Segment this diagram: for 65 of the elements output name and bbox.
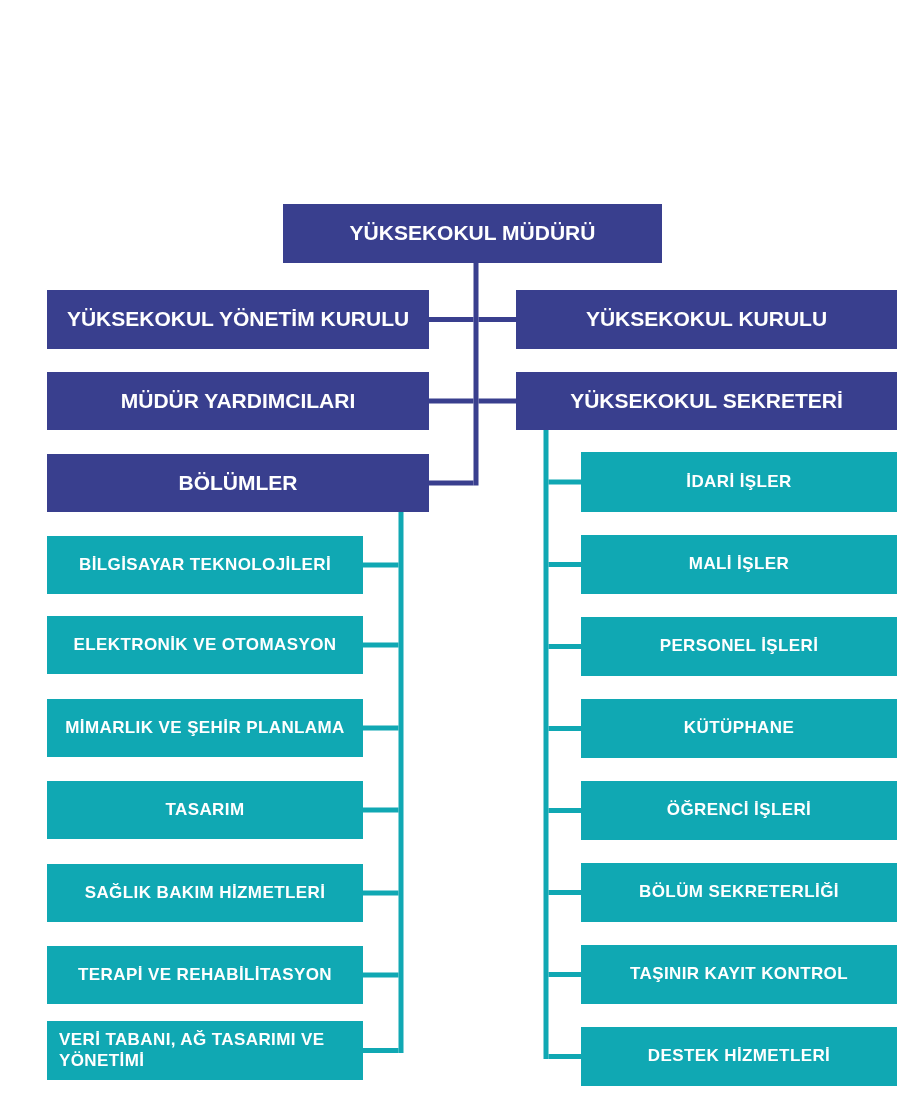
- connector-line: [363, 725, 399, 731]
- unit-box: [47, 946, 363, 1004]
- unit-box: [581, 1027, 897, 1086]
- unit-title: KÜTÜPHANE: [683, 718, 795, 739]
- connector-line: [363, 562, 399, 568]
- office-box: [47, 372, 429, 430]
- connector-line: [363, 807, 399, 813]
- connector-line: [548, 972, 581, 977]
- unit-box: [581, 535, 897, 594]
- unit-title: TAŞINIR KAYIT KONTROL: [629, 964, 849, 985]
- connector-line: [398, 512, 404, 1053]
- unit-title: PERSONEL İŞLERİ: [659, 636, 819, 657]
- office-box: [47, 454, 429, 512]
- unit-title: DESTEK HİZMETLERİ: [647, 1046, 831, 1067]
- unit-title: SAĞLIK BAKIM HİZMETLERİ: [84, 882, 326, 904]
- office-title: YÜKSEKOKUL KURULU: [585, 306, 828, 333]
- connector-line: [548, 808, 581, 813]
- unit-title: TERAPİ VE REHABİLİTASYON: [78, 964, 332, 986]
- unit-box: [47, 536, 363, 594]
- connector-line: [548, 644, 581, 649]
- office-title: MÜDÜR YARDIMCILARI: [120, 387, 356, 414]
- connector-line: [478, 317, 516, 322]
- unit-title: ELEKTRONİK VE OTOMASYON: [73, 634, 337, 656]
- connector-line: [543, 430, 549, 1059]
- office-box: [516, 290, 897, 349]
- connector-line: [478, 398, 516, 404]
- unit-title: BİLGİSAYAR TEKNOLOJİLERİ: [78, 554, 332, 576]
- unit-title: İDARİ İŞLER: [686, 471, 792, 493]
- connector-line: [363, 890, 399, 896]
- unit-box: [47, 616, 363, 674]
- unit-title: MALİ İŞLER: [688, 554, 790, 575]
- unit-box: [47, 1021, 363, 1080]
- unit-box: [581, 617, 897, 676]
- unit-title: ÖĞRENCİ İŞLERİ: [666, 800, 812, 821]
- office-box: [283, 204, 662, 263]
- unit-title: VERİ TABANI, AĞ TASARIMI VE YÖNETİMİ: [59, 1030, 326, 1071]
- unit-box: [47, 781, 363, 839]
- unit-box: [581, 863, 897, 922]
- unit-box: [581, 781, 897, 840]
- office-title: YÜKSEKOKUL SEKRETERİ: [570, 387, 843, 414]
- connector-line: [363, 1048, 399, 1053]
- connector-line: [429, 398, 474, 404]
- office-box: [516, 372, 897, 430]
- unit-box: [47, 864, 363, 922]
- connector-line: [429, 317, 474, 322]
- connector-line: [548, 1054, 581, 1059]
- unit-title: MİMARLIK VE ŞEHİR PLANLAMA: [65, 717, 345, 739]
- unit-box: [581, 945, 897, 1004]
- unit-box: [581, 699, 897, 758]
- connector-line: [548, 726, 581, 731]
- connector-line: [363, 642, 399, 648]
- unit-box: [47, 699, 363, 757]
- connector-line: [473, 263, 479, 486]
- connector-line: [429, 480, 474, 486]
- office-title: YÜKSEKOKUL MÜDÜRÜ: [349, 220, 596, 247]
- unit-box: [581, 452, 897, 512]
- unit-title: BÖLÜM SEKRETERLİĞİ: [639, 882, 839, 903]
- connector-line: [363, 972, 399, 978]
- connector-line: [548, 890, 581, 895]
- unit-title: TASARIM: [165, 799, 245, 821]
- office-title: YÜKSEKOKUL YÖNETİM KURULU: [66, 306, 410, 333]
- connector-line: [548, 562, 581, 567]
- office-box: [47, 290, 429, 349]
- connector-line: [548, 479, 581, 485]
- office-title: BÖLÜMLER: [178, 469, 298, 496]
